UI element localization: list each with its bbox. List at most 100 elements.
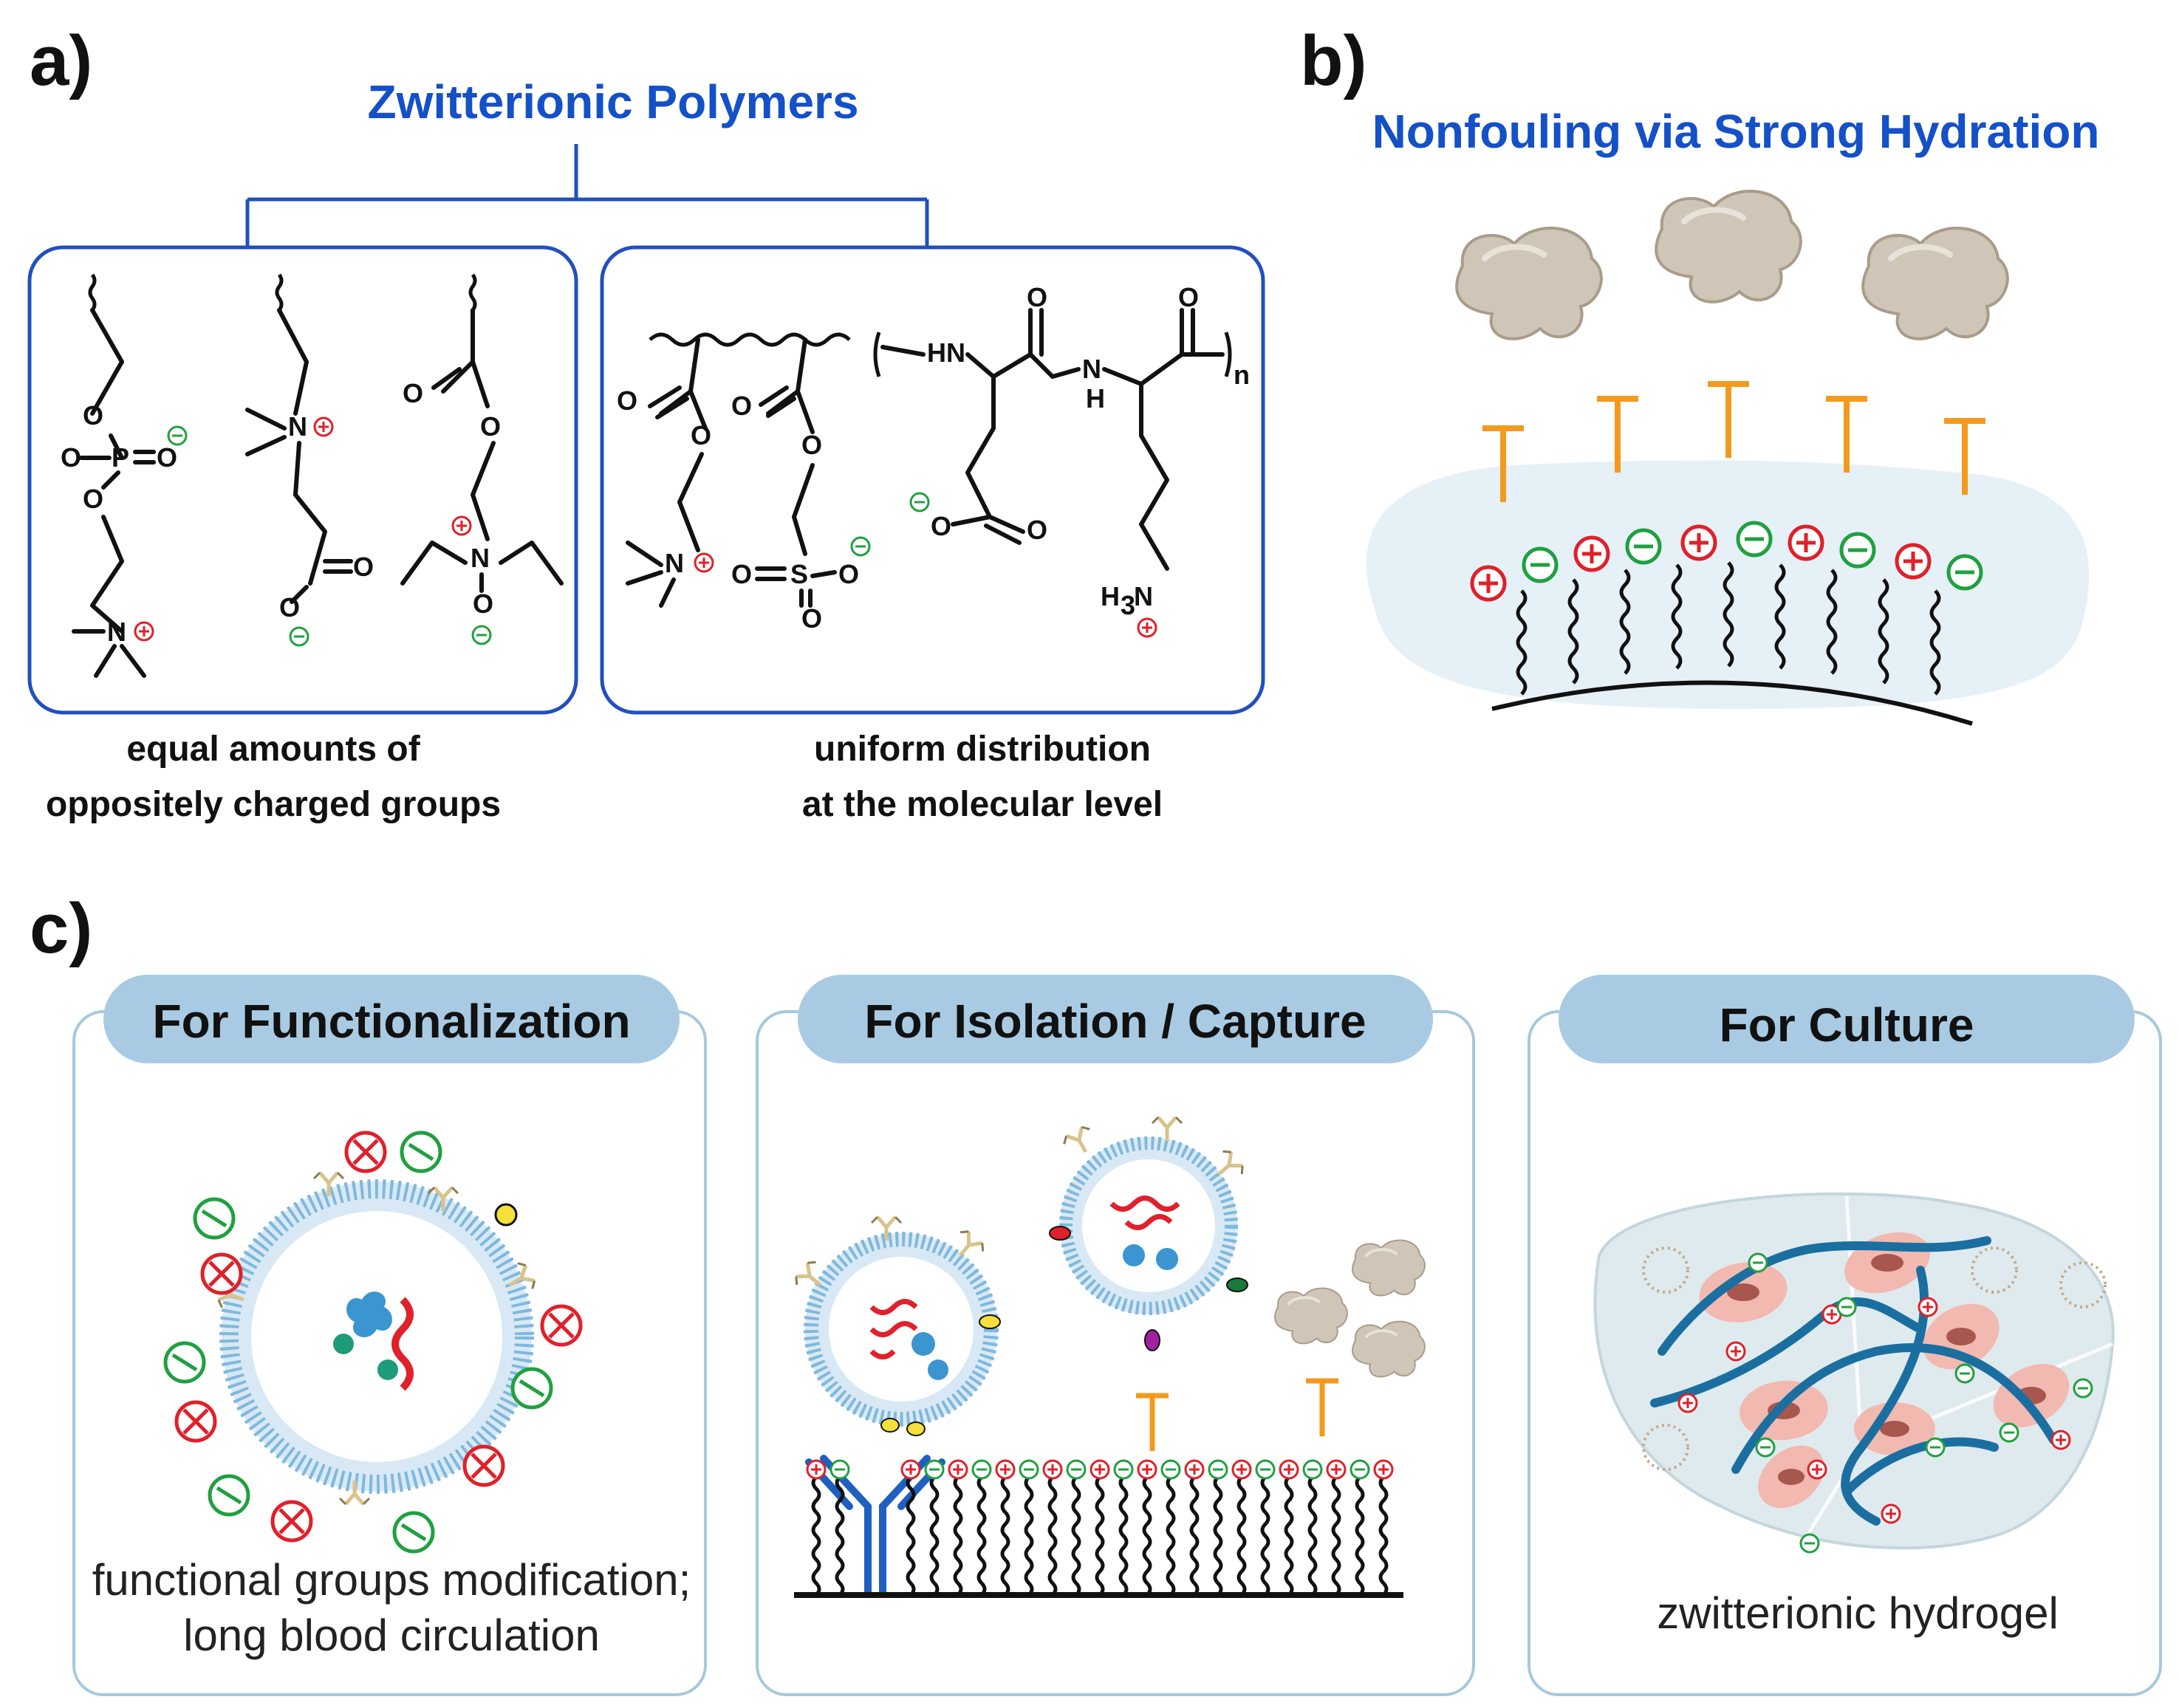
amine-sub: 3 [1121,590,1135,620]
panel-a-title: Zwitterionic Polymers [367,75,858,128]
tab-culture-label: For Culture [1720,998,1974,1052]
o-atom: O [157,442,177,473]
panel-a-letter: a) [30,21,92,100]
o-atom: O [61,442,81,473]
right-caption-line-1: uniform distribution [814,730,1151,769]
amine-oxide-structure: O O N O [400,275,564,645]
positive-charge-icon [900,1459,921,1480]
sulfobetaine-copolymer-structure: O O N O O S O O O [617,332,871,634]
cell-icon [1854,1402,1935,1455]
adhesion-protein-icon [1642,1424,1689,1471]
negative-charge-icon [971,1459,992,1480]
cell-icon [1758,1445,1824,1509]
s-atom: S [790,559,808,589]
o-atom: O [801,603,822,634]
negative-charge-icon [829,1459,850,1480]
negative-charge-icon [1925,1437,1946,1458]
negative-charge-icon [1799,1533,1820,1554]
o-atom: O [480,411,501,442]
negative-charge-icon [1836,1297,1857,1317]
nh-n: N [1082,354,1101,384]
negative-charge-icon [924,1459,945,1480]
protein-icon [1457,228,1601,339]
tab-isolation-capture-label: For Isolation / Capture [864,995,1366,1048]
nh-h: H [1086,383,1105,414]
cell-icon [1699,1262,1788,1323]
card-functionalization: For Functionalization [72,975,707,1696]
culture-caption: zwitterionic hydrogel [1657,1588,2059,1638]
positive-charge-icon [1090,1459,1110,1480]
positive-charge-icon [1326,1459,1347,1480]
panel-c: c) For Functionalization [30,889,2162,1696]
positive-charge-icon [1918,1297,1938,1317]
positive-charge-icon [1725,1341,1746,1362]
substrate-surface [1491,680,1973,726]
positive-charge-icon [2050,1430,2071,1450]
liposome-icon [1049,1117,1248,1351]
negative-charge-icon [1160,1459,1181,1480]
zwitterion-tethers [165,1133,581,1551]
panel-b-title: Nonfouling via Strong Hydration [1372,105,2100,158]
panel-b: b) Nonfouling via Strong Hydration [1300,21,2100,726]
o-atom: O [353,552,374,582]
panel-a: a) Zwitterionic Polymers O P O O O N [27,21,1265,824]
positive-charge-icon [1279,1459,1299,1480]
network-charges [1642,1246,2107,1554]
o-atom: O [1027,282,1047,312]
positive-charge-icon [1881,1503,1901,1524]
functionalization-caption-line-2: long blood circulation [183,1611,600,1660]
amine-h: H [1101,581,1120,611]
negative-charge-icon [1113,1459,1134,1480]
o-atom: O [83,400,103,431]
protein-icon [1656,191,1801,302]
liposome-icon [219,1179,534,1494]
n-atom: N [665,548,684,578]
o-atom: O [731,391,752,421]
panel-c-letter: c) [30,889,92,968]
o-atom: O [1178,282,1199,312]
card-culture: For Culture zwitterionic hydro [1528,975,2162,1696]
tab-functionalization-label: For Functionalization [152,995,630,1048]
right-caption-line-2: at the molecular level [802,785,1163,824]
negative-charge-icon [1255,1459,1276,1480]
adhesion-protein-icon [1971,1246,2018,1294]
polypeptide-structure: HN O N H O n O O H 3 N [873,282,1250,638]
negative-charge-icon [1954,1363,1975,1384]
n-atom: N [471,543,490,573]
negative-charge-icon [1748,1252,1768,1273]
protein-icon [1863,228,2008,339]
positive-charge-icon [1677,1393,1698,1413]
positive-charge-icon [1231,1459,1252,1480]
hn-group: HN [927,337,965,368]
o-atom: O [1027,515,1047,545]
fouling-proteins [1457,191,2008,339]
o-atom: O [691,420,711,450]
positive-charge-icon [1137,1459,1157,1480]
adhesion-protein-icon [2059,1261,2107,1309]
left-caption-line-1: equal amounts of [126,730,420,769]
negative-charge-icon [1019,1459,1039,1480]
negative-charge-icon [1066,1459,1087,1480]
p-atom: P [112,442,129,473]
positive-charge-icon [995,1459,1016,1480]
n-atom: N [107,617,126,647]
o-atom: O [83,484,103,514]
repeat-n: n [1234,360,1250,390]
positive-charge-icon [806,1459,827,1480]
o-atom: O [801,430,822,460]
right-structure-box [600,245,1265,715]
o-atom: O [931,511,951,541]
negative-charge-icon [2073,1378,2093,1399]
o-atom: O [838,559,859,589]
adhesion-protein-icon [1642,1246,1689,1294]
o-atom: O [731,559,752,589]
left-structure-box [27,245,578,715]
positive-charge-icon [1373,1459,1394,1480]
negative-charge-icon [1208,1459,1228,1480]
o-atom: O [617,385,637,416]
negative-charge-icon [1302,1459,1323,1480]
functionalization-caption-line-1: functional groups modification; [92,1555,691,1605]
panel-b-letter: b) [1300,21,1367,100]
amine-n: N [1134,581,1153,611]
